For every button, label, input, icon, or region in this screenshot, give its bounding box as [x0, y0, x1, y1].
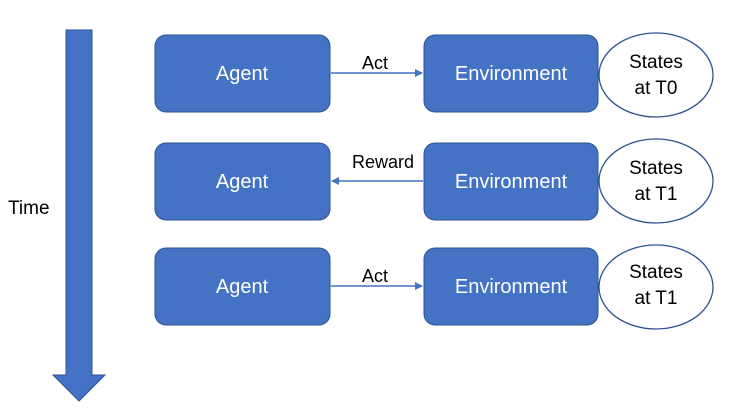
environment-box — [423, 247, 599, 326]
row-2: Agent Environment Act States at T1 — [154, 244, 714, 330]
agent-label: Agent — [216, 171, 269, 193]
agent-box — [154, 142, 331, 221]
environment-label: Environment — [455, 171, 568, 193]
environment-box — [423, 142, 599, 221]
time-arrow — [51, 29, 107, 402]
agent-box — [154, 34, 331, 113]
environment-box — [423, 34, 599, 113]
agent-label: Agent — [216, 63, 269, 85]
arrow-label: Act — [362, 266, 388, 286]
state-label-line1: States — [629, 158, 683, 179]
arrow-label: Act — [362, 53, 388, 73]
state-ellipse — [598, 244, 714, 330]
state-label-line2: at T1 — [635, 184, 678, 205]
time-label: Time — [8, 198, 50, 219]
arrow-label: Reward — [352, 152, 414, 172]
state-ellipse — [598, 138, 714, 224]
environment-label: Environment — [455, 276, 568, 298]
agent-box — [154, 247, 331, 326]
state-label-line1: States — [629, 262, 683, 283]
state-ellipse — [598, 32, 714, 118]
environment-label: Environment — [455, 63, 568, 85]
state-label-line2: at T0 — [635, 78, 678, 99]
row-1: Agent Environment Reward States at T1 — [154, 138, 714, 224]
state-label-line1: States — [629, 52, 683, 73]
row-0: Agent Environment Act States at T0 — [154, 32, 714, 118]
state-label-line2: at T1 — [635, 288, 678, 309]
agent-label: Agent — [216, 276, 269, 298]
